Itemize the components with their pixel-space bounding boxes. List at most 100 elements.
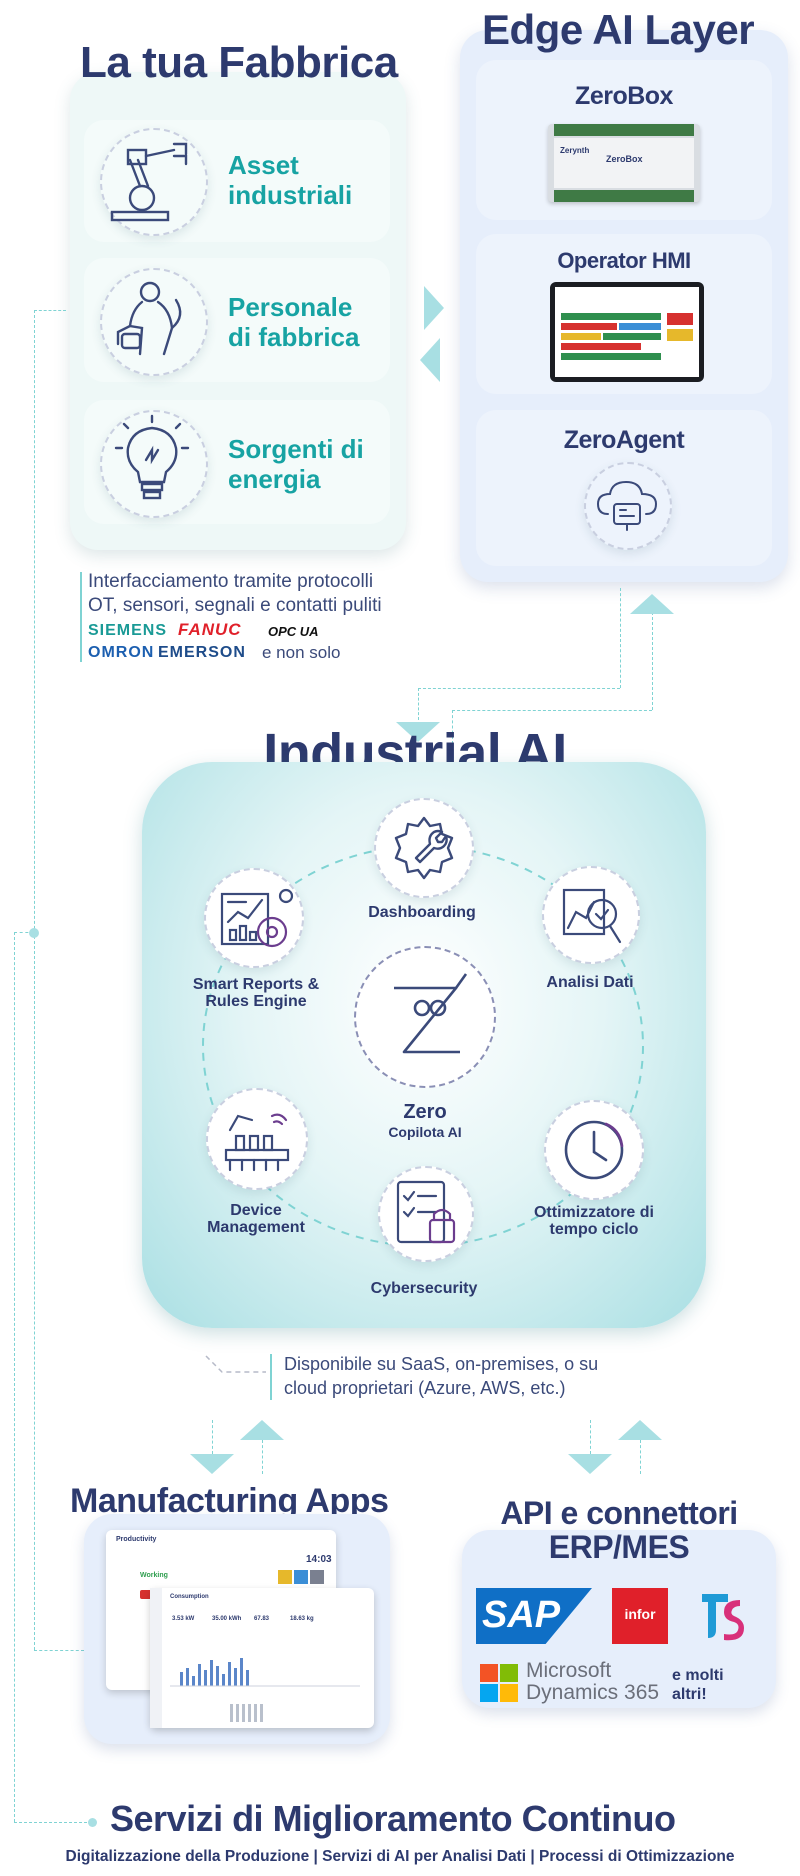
hmi-row: [603, 333, 661, 340]
arrow-up-icon: [630, 594, 674, 614]
hmi-side: [667, 329, 693, 341]
worker-icon: [100, 268, 208, 376]
checklist-lock-icon: [378, 1166, 474, 1262]
connector-apps-up: [262, 1440, 263, 1474]
hmi-row: [561, 313, 661, 320]
arrow-up-icon: [618, 1420, 662, 1440]
connector-api-down: [590, 1420, 591, 1454]
title-line: ERP/MES: [548, 1529, 690, 1565]
hmi-row: [561, 343, 641, 350]
app-time: 14:03: [306, 1554, 332, 1565]
fanuc-logo: FANUC: [178, 620, 242, 639]
label-line: energia: [228, 464, 321, 494]
title-line: API e connettori: [500, 1495, 738, 1531]
connector-dot: [29, 928, 39, 938]
brands-suffix: e non solo: [262, 643, 341, 662]
kpi-value: 3.53 kW: [172, 1616, 195, 1622]
opcua-logo: OPC UA: [268, 624, 319, 639]
zero-mascot-icon: [354, 946, 496, 1088]
microsoft-dynamics-text: Microsoft Dynamics 365: [526, 1660, 659, 1704]
note-line: OT, sensori, segnali e contatti puliti: [88, 595, 382, 616]
device-face: [554, 138, 694, 188]
lightbulb-icon: [100, 410, 208, 518]
zero-subtitle: Copilota AI: [388, 1124, 462, 1140]
teamsystem-logo: [694, 1586, 748, 1644]
app-tile: [278, 1570, 292, 1584]
zeroagent-title: ZeroAgent: [563, 426, 685, 454]
label-line: di fabbrica: [228, 322, 360, 352]
app-status: Working: [140, 1572, 168, 1579]
connector-up-edge: [652, 612, 653, 710]
connector-up-start: [452, 710, 453, 744]
emerson-logo: EMERSON: [158, 644, 246, 661]
note-line: cloud proprietari (Azure, AWS, etc.): [284, 1378, 566, 1398]
node-smart-reports: Smart Reports & Rules Engine: [192, 976, 320, 1010]
hmi-row: [619, 323, 661, 330]
magnifier-chart-icon: [542, 866, 640, 964]
kpi-value: 67.83: [254, 1616, 270, 1622]
app-screenshot-front: Consumption 3.53 kW 35.00 kWh 67.83 18.6…: [150, 1588, 374, 1728]
sap-logo-text: SAP: [482, 1594, 561, 1636]
clock-icon: [544, 1100, 644, 1200]
label-line: Asset: [228, 150, 299, 180]
hmi-row: [561, 323, 617, 330]
hmi-row: [561, 333, 601, 340]
device-label: ZeroBox: [606, 154, 643, 164]
node-ottimizzatore: Ottimizzatore di tempo ciclo: [533, 1204, 654, 1238]
ms-square: [480, 1664, 498, 1682]
node-dashboarding: Dashboarding: [368, 904, 476, 921]
arrow-left-icon: [420, 338, 440, 382]
ms-square: [500, 1684, 518, 1702]
app-tile: [294, 1570, 308, 1584]
api-more: e molti altri!: [672, 1667, 724, 1703]
microsoft-logo: [480, 1664, 518, 1702]
cloud-agent-icon: [584, 462, 672, 550]
connector-edge-down: [620, 588, 621, 688]
label-line: Sorgenti di: [228, 434, 364, 464]
ms-square: [500, 1664, 518, 1682]
left-connector-factory: [34, 310, 66, 311]
factory-item-energy-label: Sorgenti di energia: [228, 434, 364, 494]
arrow-down-icon: [190, 1454, 234, 1474]
app-header: Productivity: [116, 1536, 157, 1543]
label-line: industriali: [228, 180, 353, 210]
device-terminals-bottom: [554, 190, 694, 202]
edge-title: Edge AI Layer: [482, 6, 755, 53]
left-connector-services: [14, 1822, 92, 1823]
ms-line: Microsoft: [526, 1659, 612, 1682]
label-line: Personale: [228, 292, 353, 322]
connector-ai-up: [418, 688, 419, 720]
arrow-down-icon: [568, 1454, 612, 1474]
factory-title: La tua Fabbrica: [80, 38, 398, 87]
app-bar-chart: [170, 1658, 360, 1687]
note-line: Disponibile su SaaS, on-premises, o su: [284, 1354, 599, 1374]
ms-square: [480, 1684, 498, 1702]
node-cybersecurity: Cybersecurity: [370, 1280, 478, 1297]
api-title: API e connettori ERP/MES: [462, 1496, 776, 1564]
note-connector: [205, 1355, 266, 1373]
zerobox-title: ZeroBox: [575, 82, 673, 110]
services-subtitle: Digitalizzazione della Produzione | Serv…: [65, 1848, 735, 1865]
arrow-down-icon: [396, 722, 440, 742]
infor-logo-text: infor: [624, 1606, 656, 1622]
app-sidebar: [150, 1588, 162, 1728]
node-analisi-dati: Analisi Dati: [546, 974, 634, 991]
omron-logo: OMRON: [88, 644, 155, 661]
siemens-logo: SIEMENS: [88, 622, 168, 639]
factory-item-asset-label: Asset industriali: [228, 150, 352, 210]
robot-arm-icon: [100, 128, 208, 236]
left-connector-ai: [14, 932, 34, 933]
hmi-screen-image: [550, 282, 704, 382]
factory-devices-icon: [206, 1088, 308, 1190]
hmi-row: [561, 353, 661, 360]
connector-apps-down: [212, 1420, 213, 1454]
availability-note: Disponibile su SaaS, on-premises, o su c…: [284, 1352, 598, 1400]
services-title: Servizi di Miglioramento Continuo: [110, 1798, 676, 1839]
infor-logo: infor: [612, 1588, 668, 1644]
zero-title: Zero: [403, 1101, 447, 1123]
ms-line: Dynamics 365: [526, 1681, 660, 1704]
app-tile: [310, 1570, 324, 1584]
node-device-management: Device Management: [207, 1202, 305, 1236]
ai-ring: [202, 845, 644, 1247]
gear-wrench-icon: [374, 798, 474, 898]
